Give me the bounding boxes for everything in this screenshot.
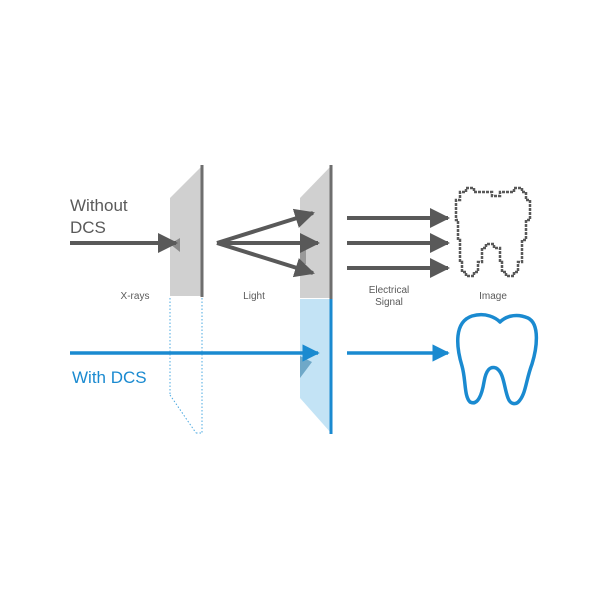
tooth-icon: [456, 312, 539, 406]
light-arrow-up: [216, 208, 315, 245]
without-dcs-arrows: [70, 208, 450, 278]
light-arrow-down: [216, 241, 315, 278]
image-stage-label: Image: [479, 291, 507, 302]
scintillator-panel: [170, 165, 204, 297]
sensor-panel-without-dcs: [300, 165, 333, 299]
with-dcs-label: With DCS: [72, 368, 147, 387]
without-dcs-label-line1: Without: [70, 196, 128, 215]
light-stage-label: Light: [243, 291, 265, 302]
sensor-panel-with-dcs: [300, 299, 333, 434]
signal-stage-label-line1: Electrical: [369, 285, 410, 296]
signal-stage-label-line2: Signal: [375, 297, 403, 308]
without-dcs-label-line2: DCS: [70, 218, 106, 237]
xrays-stage-label: X-rays: [121, 291, 150, 302]
pixelated-tooth-icon: [454, 186, 532, 278]
scintillator-dotted-outline: [169, 298, 203, 434]
